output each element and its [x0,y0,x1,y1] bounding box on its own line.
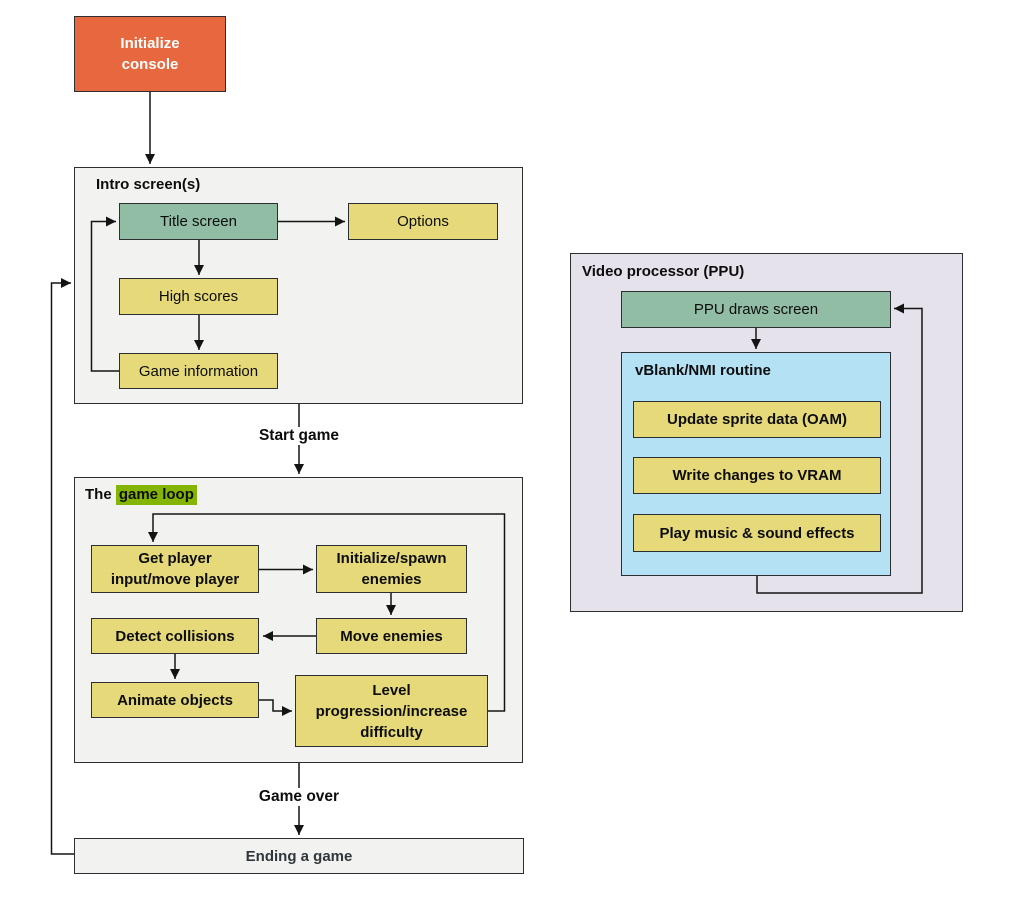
node-ending-a-game: Ending a game [74,838,524,874]
game-loop-title: The game loop [85,485,197,505]
node-high-scores: High scores [119,278,278,315]
edge-ending-to-intro [50,278,74,855]
node-options: Options [348,203,498,240]
node-animate-objects: Animate objects [91,682,259,718]
node-play-music-sound: Play music & sound effects [633,514,881,552]
node-write-changes-vram: Write changes to VRAM [633,457,881,494]
node-move-enemies: Move enemies [316,618,467,654]
node-initialize-spawn-enemies: Initialize/spawn enemies [316,545,467,593]
node-game-information: Game information [119,353,278,389]
game-loop-title-highlight: game loop [115,485,197,505]
video-processor-title: Video processor (PPU) [582,263,745,280]
node-detect-collisions: Detect collisions [91,618,259,654]
node-initialize-console: Initialize console [74,16,226,92]
node-title-screen: Title screen [119,203,278,240]
game-loop-title-prefix: The [85,486,116,503]
intro-screens-title: Intro screen(s) [96,176,201,193]
node-get-player-input: Get player input/move player [91,545,259,593]
node-update-sprite-data: Update sprite data (OAM) [633,401,881,438]
node-ppu-draws-screen: PPU draws screen [621,291,891,328]
flow-label-game-over: Game over [252,788,346,806]
flow-label-start-game: Start game [252,427,346,445]
node-level-progression: Level progression/increase difficulty [295,675,488,747]
vblank-routine-title: vBlank/NMI routine [635,362,771,379]
